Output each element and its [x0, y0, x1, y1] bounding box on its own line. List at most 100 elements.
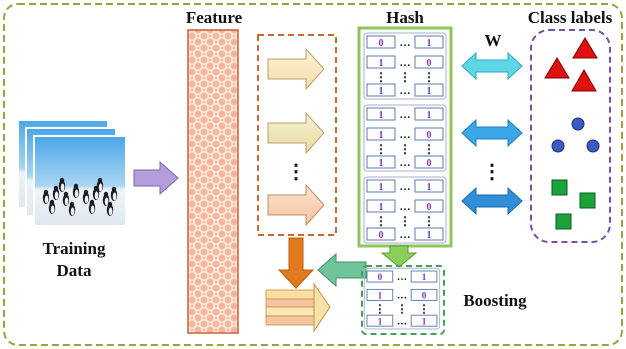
penguin-belly	[74, 189, 79, 198]
penguin-belly	[64, 197, 69, 206]
penguin-head	[43, 189, 49, 195]
penguin-head	[89, 199, 95, 205]
column-vdots: ⋮	[423, 142, 435, 156]
penguin-head	[73, 183, 79, 189]
bit-value: 0	[378, 272, 383, 282]
bit-cell	[410, 288, 438, 301]
bit-value: 0	[427, 202, 432, 213]
combined-bar-3	[265, 306, 315, 317]
row-ellipsis: …	[397, 316, 407, 327]
penguin-head	[111, 186, 117, 192]
hash-title: Hash	[386, 8, 424, 27]
column-vdots: ⋮	[375, 142, 387, 156]
bit-value: 1	[379, 202, 384, 213]
bit-cell	[414, 83, 444, 97]
penguin-belly	[70, 207, 75, 216]
bit-value: 1	[427, 86, 432, 97]
training-label-line2: Data	[57, 261, 92, 280]
bit-value: 1	[378, 291, 383, 301]
penguin-head	[69, 201, 75, 207]
bit-value: 1	[378, 316, 383, 326]
bit-cell	[366, 35, 396, 49]
feature-arrow-2	[267, 111, 325, 155]
bit-cell	[366, 107, 396, 121]
boosting-box	[361, 265, 445, 335]
bit-cell	[414, 155, 444, 169]
penguin-belly	[108, 207, 113, 216]
bit-value: 0	[379, 38, 384, 49]
boosting-label: Boosting	[463, 291, 527, 310]
row-ellipsis: …	[397, 272, 407, 283]
combined-bar-1	[265, 289, 315, 300]
combined-bar-2	[265, 298, 315, 308]
bit-group-frame	[363, 104, 447, 172]
class-circle	[571, 117, 585, 131]
bit-value: 0	[422, 291, 427, 301]
bit-cell	[414, 227, 444, 241]
row-ellipsis: …	[400, 201, 411, 213]
class-square	[551, 179, 568, 196]
class-triangle	[571, 68, 597, 92]
penguin-belly	[90, 205, 95, 214]
penguin-belly	[112, 192, 117, 201]
bit-cell	[366, 199, 396, 213]
bit-cell	[366, 227, 396, 241]
row-ellipsis: …	[400, 181, 411, 193]
feature-arrow-1	[267, 47, 325, 91]
class-labels-title: Class labels	[528, 8, 613, 27]
class-squares	[551, 179, 596, 230]
penguin-head	[53, 185, 59, 191]
bit-cell	[414, 199, 444, 213]
arrows-vdots: ⋮	[482, 161, 502, 183]
bit-cell	[410, 314, 438, 327]
row-ellipsis: …	[397, 291, 407, 302]
penguin-belly	[50, 205, 55, 214]
bit-cell	[414, 127, 444, 141]
bit-value: 0	[427, 130, 432, 141]
class-triangle	[572, 37, 598, 59]
training-label-line1: Training	[43, 239, 106, 258]
bit-cell	[414, 179, 444, 193]
double-arrow-1	[461, 51, 523, 81]
bit-value: 1	[379, 86, 384, 97]
feature-box	[257, 34, 337, 236]
class-circles	[551, 117, 600, 153]
double-arrow-3	[461, 186, 523, 216]
double-arrow-2	[461, 118, 523, 148]
penguin-belly	[94, 191, 99, 200]
bit-value: 1	[379, 58, 384, 69]
bit-value: 1	[379, 110, 384, 121]
bit-value: 0	[427, 158, 432, 169]
column-vdots: ⋮	[419, 303, 430, 315]
column-vdots: ⋮	[399, 70, 411, 84]
bit-cell	[366, 314, 394, 327]
column-vdots: ⋮	[375, 70, 387, 84]
penguin-head	[49, 199, 55, 205]
penguin-head	[63, 191, 69, 197]
boost-left-arrow	[317, 252, 367, 288]
bit-value: 0	[379, 230, 384, 241]
row-ellipsis: …	[400, 229, 411, 241]
class-circle	[586, 139, 600, 153]
row-ellipsis: …	[400, 85, 411, 97]
feature-vdots: ⋮	[286, 161, 306, 183]
row-ellipsis: …	[400, 109, 411, 121]
penguin-belly	[98, 183, 103, 192]
feature-column	[187, 29, 239, 334]
row-ellipsis: …	[400, 57, 411, 69]
combined-arrow-head	[313, 282, 331, 333]
penguin-belly	[54, 191, 59, 200]
bit-value: 1	[427, 38, 432, 49]
bit-group-frame	[363, 267, 441, 330]
column-vdots: ⋮	[399, 214, 411, 228]
orange-down-arrow	[277, 237, 315, 289]
class-square	[579, 192, 596, 209]
column-vdots: ⋮	[374, 303, 385, 315]
column-vdots: ⋮	[423, 214, 435, 228]
bit-value: 1	[422, 272, 427, 282]
bit-value: 1	[427, 110, 432, 121]
bit-cell	[414, 35, 444, 49]
bit-cell	[366, 83, 396, 97]
